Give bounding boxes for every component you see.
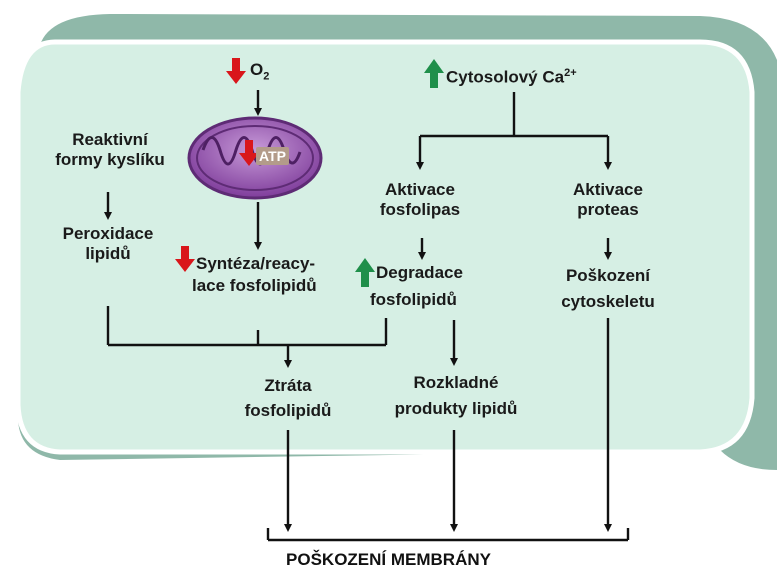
oxygen-label: O2 <box>250 60 269 86</box>
membrane-damage-label: POŠKOZENÍ MEMBRÁNY <box>0 550 777 570</box>
atp-label: ATP <box>256 147 289 165</box>
phospholipid-synthesis-label-line2: lace fosfolipidů <box>192 276 317 296</box>
phospholipid-synthesis-label: Syntéza/reacy- <box>196 254 315 274</box>
phospholipid-degradation-label-line2: fosfolipidů <box>370 290 457 310</box>
phospholipid-degradation-label: Degradace <box>376 263 463 283</box>
cytosol-calcium-label: Cytosolový Ca2+ <box>446 63 577 88</box>
